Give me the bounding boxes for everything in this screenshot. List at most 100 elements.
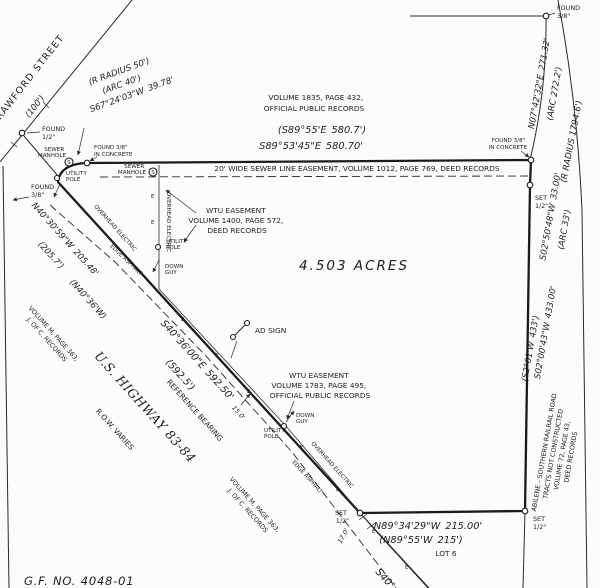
sewer-easement-line	[99, 175, 530, 178]
found-half-leader	[26, 131, 41, 134]
crawford-line-record-dist: (205.7')	[36, 240, 66, 272]
set-half-label-sw: SET 1/2"	[335, 509, 349, 525]
wtu1-leader-b	[183, 224, 197, 243]
north-line-measured: S89°53'45"E 580.70'	[259, 141, 363, 152]
crawford-width-label: (100')	[24, 94, 48, 120]
curve-leader	[76, 127, 85, 156]
sewer-easement-note: 20' WIDE SEWER LINE EASEMENT, VOLUME 101…	[214, 164, 499, 173]
ad-sign-label: AD SIGN	[255, 326, 286, 335]
found-half-monument	[18, 129, 26, 137]
rr-curve-radius: (R RADIUS 1794.6')	[559, 100, 585, 184]
set-half-monument-se	[521, 507, 529, 515]
utility-pole-symbol-west	[53, 174, 61, 182]
railroad-row-continuation	[522, 510, 526, 588]
e-tick: E	[336, 487, 339, 493]
street-lines	[0, 0, 430, 588]
found38-leader	[12, 196, 30, 202]
row-varies-label: R.O.W. VARIES	[94, 407, 136, 452]
found-38-monument-ne	[542, 12, 550, 20]
utility-pole-symbol-south	[280, 422, 288, 430]
easement-and-utility-lines	[49, 165, 530, 588]
volM-note-right: VOLUME M, PAGE 363, J. OF C. RECORDS	[225, 475, 282, 534]
sewer-manhole-symbol-1	[64, 157, 74, 167]
set-half-label-east: SET 1/2"	[535, 194, 549, 210]
south-line-record: (N89°55'W 215')	[379, 535, 462, 546]
e-tick: E	[300, 445, 303, 451]
utility-symbols: S S	[53, 157, 288, 430]
wtu2-note: WTU EASEMENT VOLUME 1783, PAGE 495, OFFI…	[270, 371, 371, 400]
acreage-label: 4.503 ACRES	[299, 258, 409, 274]
wtu1-note: WTU EASEMENT VOLUME 1400, PAGE 572, DEED…	[188, 206, 285, 235]
south-line-measured: N89°34'29"W 215.00'	[374, 521, 482, 532]
monuments	[18, 12, 550, 517]
sewer-manhole-label-2: SEWER MANHOLE	[118, 164, 147, 176]
found38c-leader	[89, 156, 98, 162]
e-tick: E	[151, 220, 154, 226]
lot-label: LOT 6	[435, 549, 457, 558]
sewer-manhole-symbol-2	[148, 167, 158, 177]
wtu2-leader	[286, 400, 295, 420]
set-half-monument-sw	[356, 509, 364, 517]
guy-arrow-south	[285, 410, 295, 423]
highway-label: U.S. HIGHWAY 83-84	[92, 348, 200, 465]
ad-sign-post-a	[243, 319, 251, 327]
guy-arrow-west	[53, 183, 61, 198]
overhead-electric-label-vertical: OVERHEAD ELECTRIC	[165, 192, 171, 252]
crawford-row-spur	[23, 135, 59, 177]
guy-arrow-mid	[152, 259, 160, 273]
tie-tick	[366, 522, 376, 530]
down-guy-label-mid: DOWN GUY	[165, 264, 185, 276]
utility-pole-symbol-mid	[154, 243, 162, 251]
e-tick: E	[247, 389, 250, 395]
found-38-concrete-monument	[83, 159, 91, 167]
property-boundary	[56, 158, 533, 515]
east-arc-record: (ARC 33')	[557, 209, 574, 251]
wtu1-leader-a	[165, 189, 197, 214]
e-tick: E	[405, 565, 408, 571]
volM-left-l1: VOLUME M, PAGE 363,	[27, 304, 81, 362]
down-guy-label-south: DOWN GUY	[296, 413, 316, 425]
found-38-label-left: FOUND 3/8"	[31, 183, 56, 199]
found-38-label-ne: FOUND 3/8"	[557, 4, 582, 20]
e-tick: E	[215, 353, 218, 359]
railroad-note: ABILENE - SOUTHERN RAILRAIL ROAD TRACTS …	[530, 393, 579, 513]
railroad-east-row-line	[557, 0, 588, 588]
ad-sign-leader	[230, 340, 238, 359]
set-half-monument-east	[526, 181, 534, 189]
e-tick: E	[372, 529, 375, 535]
manhole-s-2: S	[151, 170, 155, 176]
sewer-manhole-label-1: SEWER MANHOLE	[38, 147, 67, 159]
rr-curve-arc: (ARC 272.2')	[545, 66, 564, 121]
tie-dimension: 17.0'	[336, 527, 351, 545]
ad-sign-post-b	[229, 333, 237, 341]
nw-curve-labels: (R RADIUS 50') (ARC 40') S67°24'03"W 39.…	[87, 56, 175, 115]
gf-number: G.F. NO. 4048-01	[24, 574, 134, 588]
dim-tick	[42, 101, 50, 109]
utility-pole-label-mid: UTILITY POLE	[166, 239, 189, 251]
e-tick: E	[151, 194, 154, 200]
volM-right-l1: VOLUME M, PAGE 363,	[228, 475, 282, 533]
partial-bearing-label: S40°	[373, 567, 397, 588]
offset-arrow	[240, 393, 251, 406]
north-line-record: (S89°55'E 580.7')	[278, 125, 366, 136]
railroad-west-row-curve	[529, 15, 547, 161]
utility-pole-label-south: UTILITY POLE	[264, 428, 287, 440]
found-38-concrete-label-right: FOUND 3/8" IN CONCRETE	[489, 138, 528, 151]
overhead-electric-diagonal	[158, 288, 429, 588]
west-row-line	[2, 165, 10, 588]
volM-note-left: VOLUME M, PAGE 363, J. OF C. RECORDS	[24, 304, 81, 363]
found-half-label: FOUND 1/2"	[42, 125, 67, 141]
crawford-line-record-brg: (N40°36'W)	[67, 278, 108, 322]
electric-tick-marks: E E E E E E E E E	[151, 194, 408, 571]
found-38-concrete-label-left: FOUND 3/8" IN CONCRETE	[94, 145, 133, 158]
found38c-right-leader	[520, 150, 530, 158]
edge-asphalt-label-2: EDGE ASPHALT	[290, 460, 323, 496]
found38-top-leader	[548, 12, 556, 16]
tie-tick	[358, 513, 368, 521]
railroad-lines	[410, 0, 588, 588]
found-38-concrete-monument-east	[527, 156, 535, 164]
dim-tick	[10, 141, 18, 148]
edge-asphalt-line	[49, 204, 397, 588]
set-half-label-se: SET 1/2"	[533, 515, 547, 531]
